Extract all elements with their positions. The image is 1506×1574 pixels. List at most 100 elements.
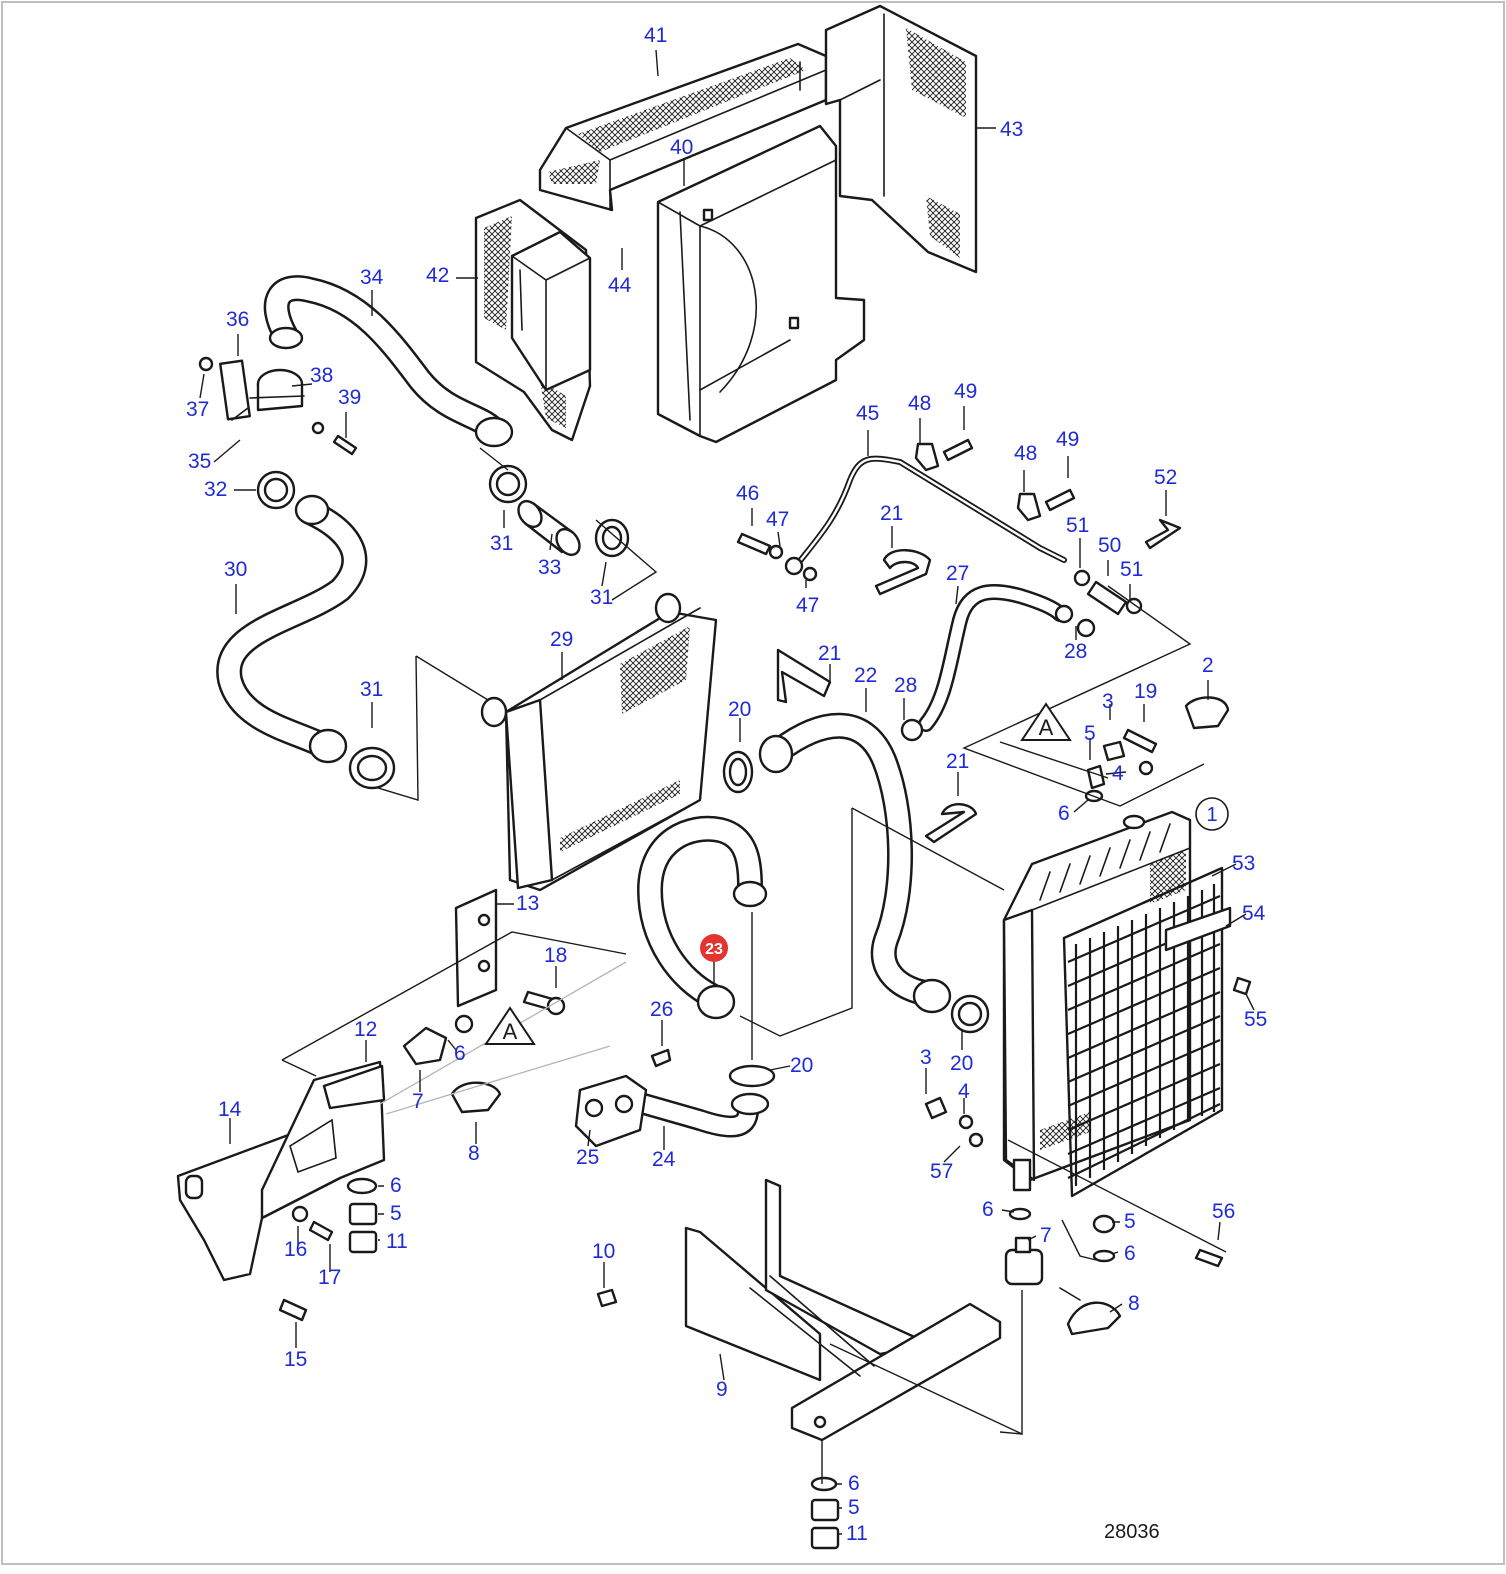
circled-item-marker: 1	[1195, 797, 1229, 831]
callout-43[interactable]: 43	[1000, 118, 1023, 141]
callout-20-right[interactable]: 20	[950, 1052, 973, 1075]
callout-56[interactable]: 56	[1212, 1200, 1235, 1223]
callout-leaders	[199, 49, 1255, 1535]
upper-hose-part	[263, 275, 514, 448]
callout-44[interactable]: 44	[608, 274, 632, 297]
callout-21-upper[interactable]: 21	[880, 502, 903, 525]
reference-letter-lower: A	[503, 1019, 518, 1044]
callout-18[interactable]: 18	[544, 944, 567, 967]
callout-11-left-stack[interactable]: 11	[386, 1230, 408, 1253]
callout-6-bottom[interactable]: 6	[848, 1472, 860, 1495]
callout-41[interactable]: 41	[644, 24, 667, 47]
radiator-upper-hose-part	[722, 712, 990, 1034]
callout-27[interactable]: 27	[946, 562, 969, 585]
callout-10[interactable]: 10	[592, 1240, 615, 1263]
callout-19[interactable]: 19	[1134, 680, 1157, 703]
rubber-mount-part	[1004, 1236, 1122, 1336]
callout-36[interactable]: 36	[226, 308, 249, 331]
callout-25[interactable]: 25	[576, 1146, 599, 1169]
callout-9[interactable]: 9	[716, 1378, 728, 1401]
callout-30[interactable]: 30	[224, 558, 247, 581]
callout-49-lower[interactable]: 49	[1056, 428, 1079, 451]
callout-5-left-stack[interactable]: 5	[390, 1202, 402, 1225]
callout-6-upper[interactable]: 6	[1058, 802, 1070, 825]
callout-16[interactable]: 16	[284, 1238, 307, 1261]
pipe-connectors-part	[1073, 518, 1182, 616]
hose-clamps-part	[256, 464, 630, 790]
callout-55[interactable]: 55	[1244, 1008, 1267, 1031]
callout-5-bottom[interactable]: 5	[848, 1496, 860, 1519]
callout-14[interactable]: 14	[218, 1098, 242, 1121]
callout-labels: 41 43 40 42 44 34 36 38 39 37 35 32 31 3…	[186, 24, 1267, 1545]
callout-42[interactable]: 42	[426, 264, 449, 287]
callout-4-lower[interactable]: 4	[958, 1080, 970, 1103]
callout-39[interactable]: 39	[338, 386, 361, 409]
callout-28-lower[interactable]: 28	[894, 674, 917, 697]
callout-45[interactable]: 45	[856, 402, 879, 425]
callout-32[interactable]: 32	[204, 478, 227, 501]
callout-6-right[interactable]: 6	[1124, 1242, 1136, 1265]
callout-35[interactable]: 35	[188, 450, 211, 473]
callout-50[interactable]: 50	[1098, 534, 1121, 557]
callout-24[interactable]: 24	[652, 1148, 676, 1171]
callout-21-lower[interactable]: 21	[946, 750, 969, 773]
callout-20-left[interactable]: 20	[728, 698, 751, 721]
callout-48-upper[interactable]: 48	[908, 392, 931, 415]
callout-12[interactable]: 12	[354, 1018, 377, 1041]
callout-31-left[interactable]: 31	[360, 678, 383, 701]
figure-number: 28036	[1104, 1521, 1160, 1543]
callout-29[interactable]: 29	[550, 628, 573, 651]
callout-53[interactable]: 53	[1232, 852, 1255, 875]
callout-2[interactable]: 2	[1202, 654, 1214, 677]
callout-20-lower[interactable]: 20	[790, 1054, 813, 1077]
callout-21-middle[interactable]: 21	[818, 642, 841, 665]
top-cover-part	[538, 42, 828, 212]
highlighted-callout[interactable]: 23	[700, 934, 728, 986]
callout-57[interactable]: 57	[930, 1160, 953, 1183]
callout-22[interactable]: 22	[854, 664, 877, 687]
callout-7-right[interactable]: 7	[1040, 1224, 1052, 1247]
callout-51-lower[interactable]: 51	[1120, 558, 1143, 581]
callout-6-left[interactable]: 6	[454, 1042, 466, 1065]
callout-3-lower[interactable]: 3	[920, 1046, 932, 1069]
callout-34[interactable]: 34	[360, 266, 384, 289]
callout-49-upper[interactable]: 49	[954, 380, 977, 403]
callout-17[interactable]: 17	[318, 1266, 341, 1289]
callout-15[interactable]: 15	[284, 1348, 307, 1371]
callout-31-upper[interactable]: 31	[490, 532, 513, 555]
callout-51-upper[interactable]: 51	[1066, 514, 1089, 537]
small-coolant-hose-part	[900, 583, 1096, 742]
callout-46[interactable]: 46	[736, 482, 759, 505]
callout-8-right[interactable]: 8	[1128, 1292, 1140, 1315]
callout-54[interactable]: 54	[1242, 902, 1266, 925]
intercooler-part	[480, 592, 718, 892]
radiator-lower-hose-part	[637, 815, 768, 1020]
callout-11-bottom[interactable]: 11	[846, 1522, 868, 1545]
callout-4-upper[interactable]: 4	[1112, 762, 1124, 785]
callout-47-lower[interactable]: 47	[796, 594, 819, 617]
callout-8-left[interactable]: 8	[468, 1142, 480, 1165]
callout-31-right[interactable]: 31	[590, 586, 613, 609]
callout-40[interactable]: 40	[670, 136, 693, 159]
callout-48-lower[interactable]: 48	[1014, 442, 1037, 465]
callout-47-upper[interactable]: 47	[766, 508, 789, 531]
callout-26[interactable]: 26	[650, 998, 673, 1021]
callout-13[interactable]: 13	[516, 892, 539, 915]
callout-6-left-stack[interactable]: 6	[390, 1174, 402, 1197]
callout-28-upper[interactable]: 28	[1064, 640, 1087, 663]
callout-7-left[interactable]: 7	[412, 1090, 424, 1113]
left-cover-part	[474, 198, 592, 442]
left-hardware-part	[278, 990, 566, 1322]
intercooler-hose-part	[216, 494, 368, 764]
callout-5-upper[interactable]: 5	[1084, 722, 1096, 745]
callout-5-right[interactable]: 5	[1124, 1210, 1136, 1233]
coolant-pipe-part	[736, 455, 1067, 582]
callout-52[interactable]: 52	[1154, 466, 1177, 489]
callout-6-mount[interactable]: 6	[982, 1198, 994, 1221]
mount-plate-part	[454, 888, 498, 1008]
callout-33[interactable]: 33	[538, 556, 561, 579]
callout-37[interactable]: 37	[186, 398, 209, 421]
callout-3-upper[interactable]: 3	[1102, 690, 1114, 713]
callout-38[interactable]: 38	[310, 364, 333, 387]
